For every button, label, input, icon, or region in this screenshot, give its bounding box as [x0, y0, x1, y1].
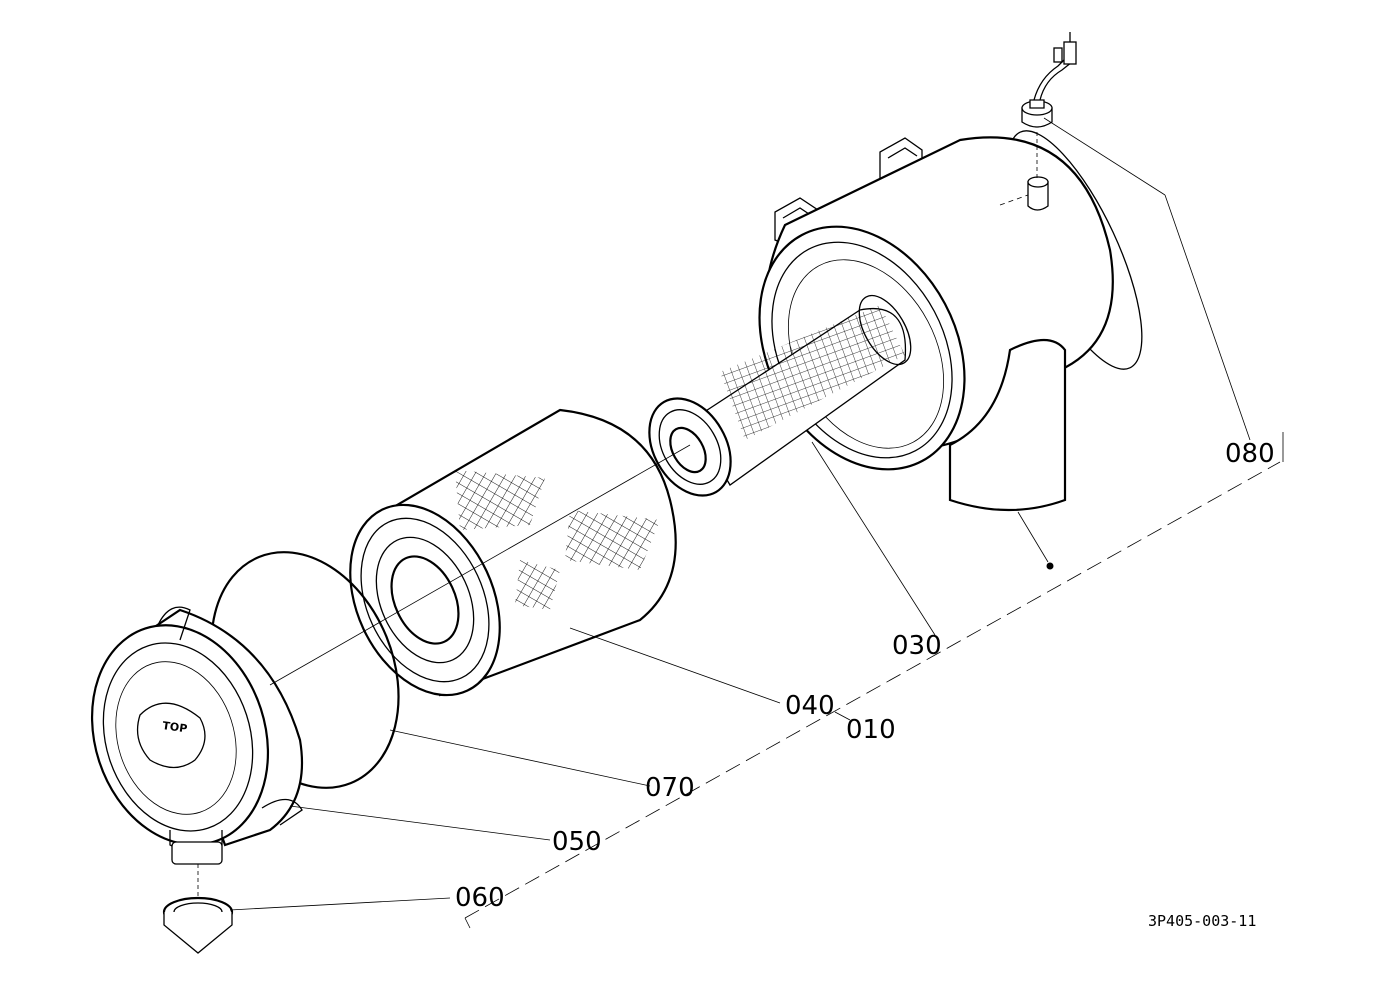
inner-safety-element — [648, 294, 912, 497]
callout-040: 040 — [785, 691, 835, 721]
evacuator-valve — [162, 864, 234, 954]
dust-cover — [90, 606, 304, 865]
callout-070: 070 — [645, 773, 695, 803]
callout-080: 080 — [1225, 439, 1275, 469]
assembly-bracket-line — [464, 432, 1284, 929]
air-cleaner-housing — [758, 130, 1143, 570]
callout-030: 030 — [892, 631, 942, 661]
callout-050: 050 — [552, 827, 602, 857]
drawing-number: 3P405-003-11 — [1148, 912, 1256, 930]
callout-010: 010 — [846, 715, 896, 745]
restriction-indicator-sensor — [1021, 32, 1077, 178]
leader-lines — [229, 117, 1251, 911]
cover-top-marking: TOP — [162, 719, 188, 735]
outer-filter-element — [349, 408, 677, 697]
callout-060: 060 — [455, 883, 505, 913]
